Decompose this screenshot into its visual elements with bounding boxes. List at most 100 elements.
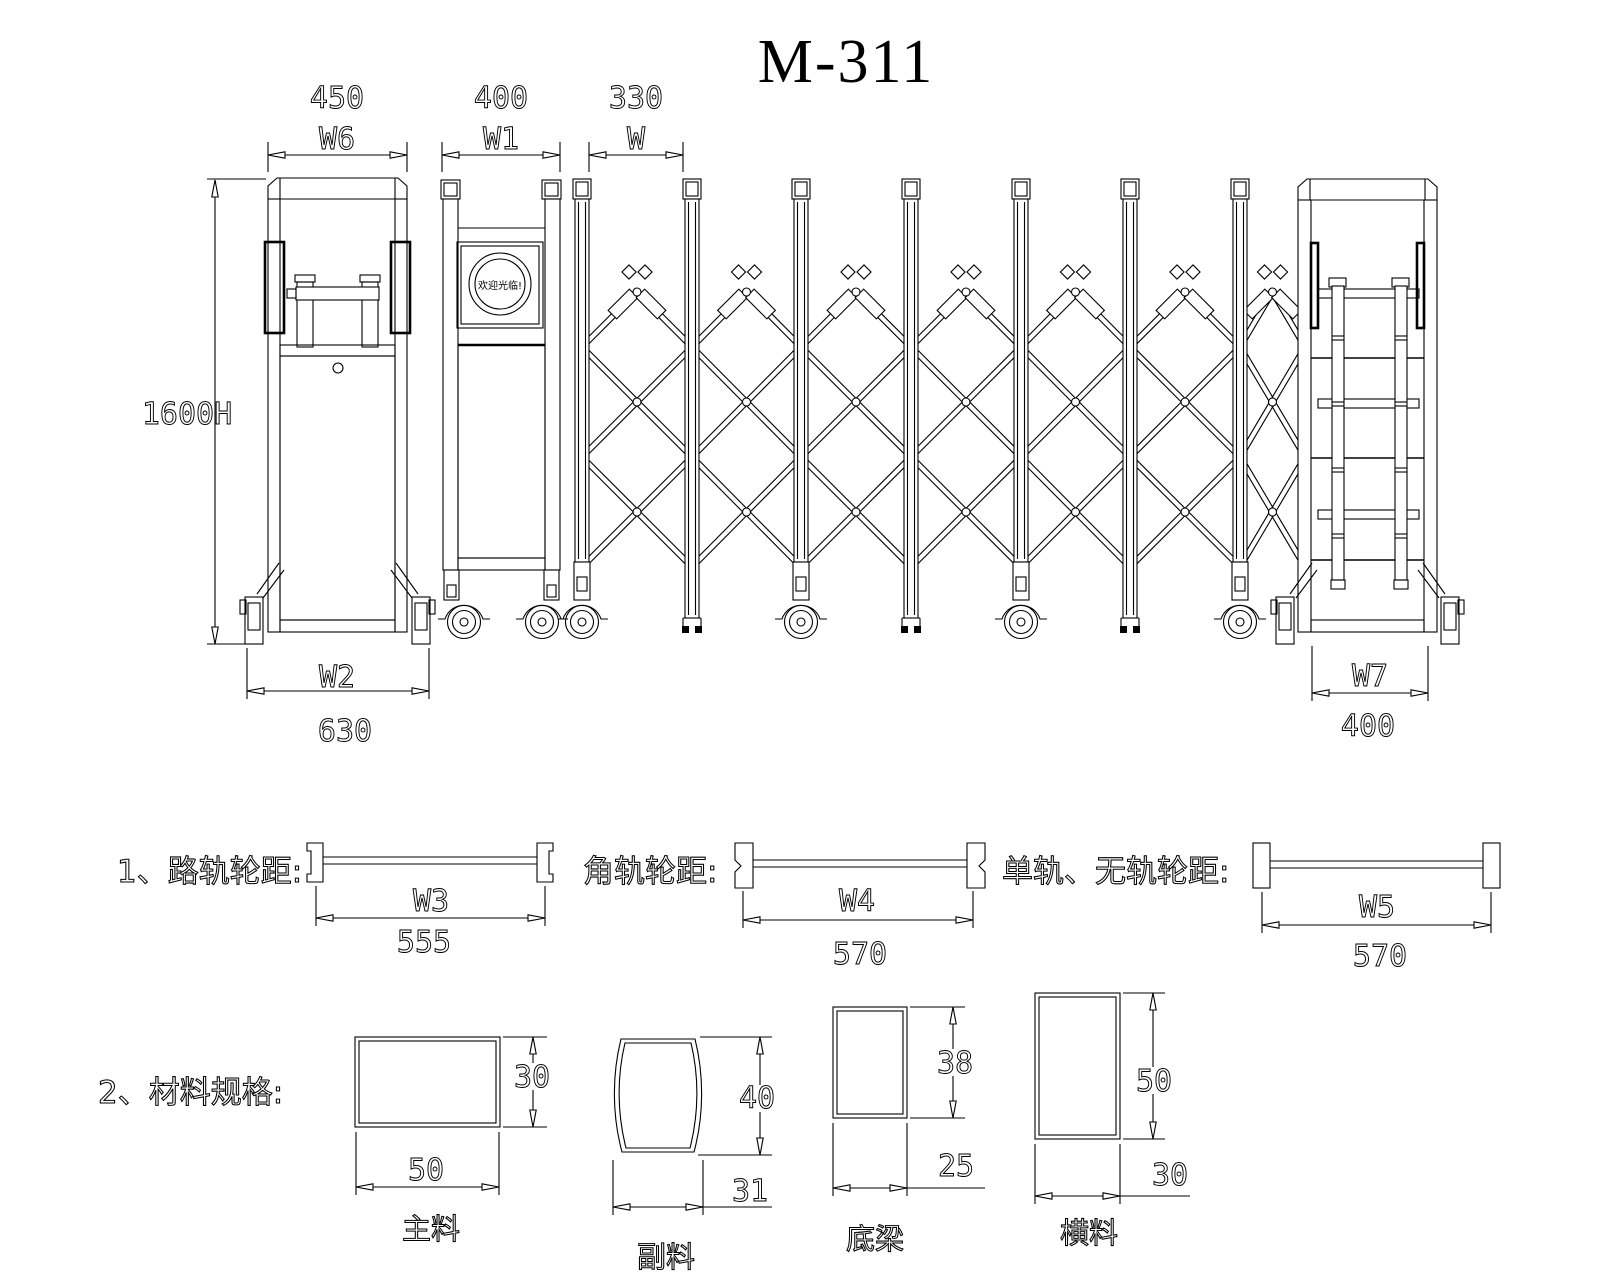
left-rail (442, 198, 459, 571)
right-post-rear-view (1270, 178, 1465, 645)
strut-line (1073, 454, 1129, 511)
bottom-cap-inner (546, 584, 557, 598)
dim-arrow (665, 151, 684, 159)
gate-bar (1120, 178, 1140, 633)
side-bracket (389, 240, 412, 335)
pivot-bolt (1267, 397, 1278, 407)
strut-line (634, 513, 691, 570)
dim-arrow (529, 1109, 537, 1128)
post-cap-inner (544, 182, 559, 197)
pivot-bolt (961, 507, 971, 517)
foot-inner (1443, 602, 1457, 631)
strut-line (912, 513, 969, 570)
strut-line (693, 344, 749, 401)
bar-cap-inner (904, 181, 918, 197)
strut-line (963, 403, 1020, 460)
dim-text-mask (519, 1063, 547, 1090)
brace (256, 562, 280, 595)
ladder-rung (1317, 288, 1420, 299)
dim-arrow (267, 151, 286, 159)
dim-arrow (389, 151, 408, 159)
strut-line (1131, 513, 1188, 570)
dim-arrow (1149, 992, 1157, 1011)
dim-arrow (955, 916, 974, 924)
wheelbase-heading-1: 1、路轨轮距: (117, 854, 302, 890)
bar-cap-inner (794, 181, 808, 197)
dim-arrow (756, 1137, 764, 1156)
strut-line (1241, 455, 1276, 511)
strut-line (802, 344, 859, 401)
foot-tab (1457, 599, 1465, 615)
label-w5: W5 (1359, 890, 1395, 925)
aux-profile (613, 1038, 703, 1153)
plain-wheel (1252, 842, 1271, 889)
dim-arrow (832, 1184, 851, 1192)
aux-height: 40 (739, 1081, 775, 1116)
strut-line (1073, 513, 1129, 570)
pivot-bolt (851, 287, 861, 297)
strut-line (1022, 403, 1078, 460)
brace (1295, 569, 1318, 599)
label-w: W (627, 122, 646, 157)
brace (1422, 562, 1446, 595)
pivot-bolt (1180, 397, 1190, 407)
dim-arrow (211, 626, 219, 645)
dim-arrow (742, 916, 761, 924)
foot-block (411, 596, 431, 645)
rail-wheel (306, 842, 324, 883)
strut-line (853, 344, 910, 401)
tube-foot (1393, 579, 1409, 590)
pivot-bolt (961, 287, 971, 297)
pivot-bolt (1180, 507, 1190, 517)
labels: M-311 450 W6 400 W1 330 W 1600H 欢迎光临! W2… (97, 28, 1407, 1275)
foot-pad (901, 626, 908, 633)
dim-arrow (1102, 1192, 1121, 1200)
brace (1289, 562, 1313, 595)
brace (395, 562, 419, 595)
left-rail (267, 198, 281, 633)
strut-line (1269, 293, 1304, 349)
clamp-tab (1185, 264, 1201, 280)
dim-arrow (1473, 921, 1492, 929)
bar-tube (1122, 198, 1138, 619)
dim-arrow (441, 151, 460, 159)
clamp-tab (1059, 264, 1076, 280)
aux-label: 副料 (637, 1240, 695, 1274)
foot-pad (1120, 626, 1127, 633)
handle-cap (294, 274, 316, 283)
dim-450: 450 (310, 81, 364, 116)
wheel-rim (1008, 609, 1034, 635)
strut-line (1182, 454, 1239, 511)
aux-profile-inner (618, 1042, 698, 1149)
right-rail (544, 198, 561, 571)
motor-post-front-view (440, 179, 562, 601)
side-bracket (1309, 241, 1320, 330)
axle-diagrams (306, 842, 1501, 889)
dim-arrow (588, 151, 607, 159)
dim-height: 1600H (142, 397, 232, 432)
pivot-bolt (851, 397, 861, 407)
dim-630: 630 (318, 714, 372, 749)
left-post-top-cap (267, 177, 408, 200)
dim-arrow (1311, 689, 1330, 697)
clamp-tab (1169, 264, 1185, 280)
strut-line (1131, 344, 1188, 401)
beam-profile (832, 1006, 908, 1119)
right-rail (1423, 199, 1438, 633)
strut-line (853, 454, 910, 511)
ladder-rung (1317, 398, 1420, 409)
dimension-lines (207, 142, 1492, 1215)
bar-tube (1232, 198, 1248, 563)
dim-570a: 570 (833, 937, 887, 972)
wheel-hub (1235, 617, 1245, 627)
bar-cap-inner (575, 181, 589, 197)
cross-profile (1034, 992, 1121, 1140)
wheel-rim (529, 609, 555, 635)
strut-line (1131, 454, 1188, 511)
pivot-bolt (1070, 287, 1081, 297)
bottom-cap (1012, 561, 1030, 601)
ladder-tube (1331, 285, 1345, 581)
foot-block (1275, 596, 1295, 645)
dim-arrow (756, 1036, 764, 1055)
clamp-tab (746, 264, 763, 280)
